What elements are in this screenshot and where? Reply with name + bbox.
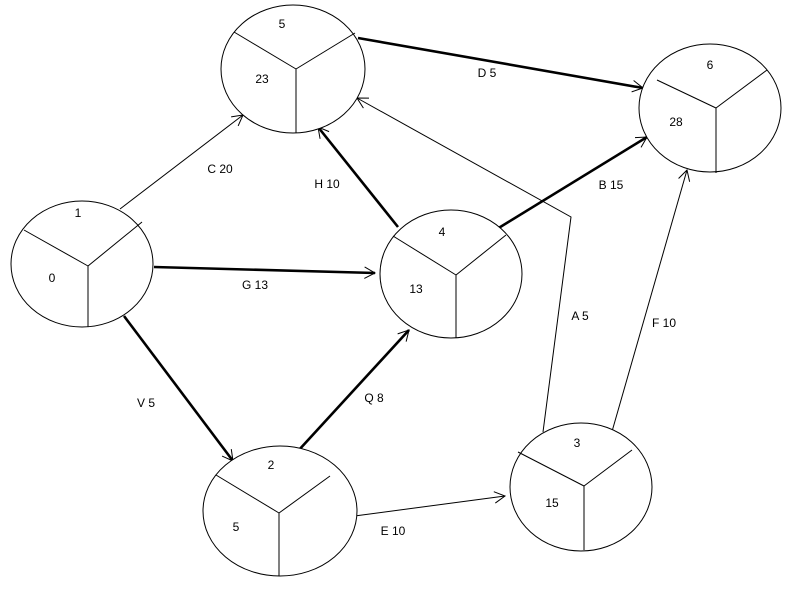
edge-e: E 10 (346, 491, 507, 538)
node-divider (656, 79, 717, 109)
edge-line (610, 169, 688, 436)
node-divider (517, 451, 585, 487)
node-circle (509, 422, 653, 552)
edge-line (297, 329, 410, 452)
node-divider (215, 474, 280, 514)
node-4: 4 13 (379, 209, 523, 339)
node-divider (583, 449, 633, 487)
edge-line (346, 495, 506, 518)
edge-label: A 5 (571, 309, 589, 323)
node-earliest-time: 28 (669, 115, 683, 129)
edge-label: G 13 (242, 278, 268, 292)
edge-label: B 15 (599, 178, 624, 192)
node-divider (455, 234, 507, 276)
node-number: 4 (439, 225, 446, 239)
node-divider (87, 221, 143, 267)
node-earliest-time: 0 (49, 271, 56, 285)
node-1: 10 (10, 200, 154, 328)
edge-d: D 5 (357, 36, 645, 93)
edge-label: H 10 (314, 177, 340, 191)
edge-line (119, 114, 244, 210)
arrowhead-icon (678, 168, 691, 182)
node-divider (233, 31, 297, 70)
edge-c: C 20 (119, 114, 244, 210)
node-circle (638, 43, 782, 173)
node-divider (715, 69, 768, 109)
node-number: 2 (268, 458, 275, 472)
edge-f: F 10 (610, 168, 691, 436)
node-number: 3 (574, 436, 581, 450)
node-3: 3 15 (509, 422, 653, 552)
arrowhead-icon (493, 491, 507, 504)
edge-g: G 13 (153, 265, 377, 292)
node-circle (379, 209, 523, 339)
edge-label: V 5 (137, 396, 155, 410)
edge-b: B 15 (496, 135, 648, 231)
node-earliest-time: 23 (255, 72, 269, 86)
arrowhead-icon (397, 329, 410, 342)
edge-q: Q 8 (297, 329, 410, 452)
edge-label: D 5 (478, 66, 497, 80)
node-earliest-time: 15 (545, 496, 559, 510)
node-divider (23, 229, 89, 267)
node-number: 1 (75, 206, 82, 220)
node-circle (202, 445, 358, 577)
edge-line (153, 265, 376, 275)
node-2: 25 (202, 445, 358, 577)
edge-h: H 10 (314, 126, 400, 228)
node-earliest-time: 5 (233, 520, 240, 534)
edge-label: Q 8 (364, 391, 384, 405)
node-circle (220, 4, 366, 134)
edge-line (357, 36, 644, 90)
node-earliest-time: 13 (409, 282, 423, 296)
edge-label: C 20 (207, 162, 233, 176)
edge-line (122, 315, 235, 462)
node-6: 6 28 (638, 43, 782, 173)
edge-line (496, 135, 648, 231)
edge-line (316, 126, 400, 228)
edge-line (356, 97, 572, 433)
node-5: 5 23 (220, 4, 366, 134)
edge-v: V 5 (122, 315, 235, 462)
node-number: 6 (707, 58, 714, 72)
edge-label: F 10 (652, 316, 676, 330)
edge-a: A 5 (356, 97, 589, 433)
node-divider (278, 475, 331, 514)
node-circle (10, 200, 154, 328)
edge-label: E 10 (381, 524, 406, 538)
node-number: 5 (279, 17, 286, 31)
node-divider (295, 32, 356, 70)
node-divider (392, 235, 457, 276)
arrowhead-icon (364, 266, 377, 279)
